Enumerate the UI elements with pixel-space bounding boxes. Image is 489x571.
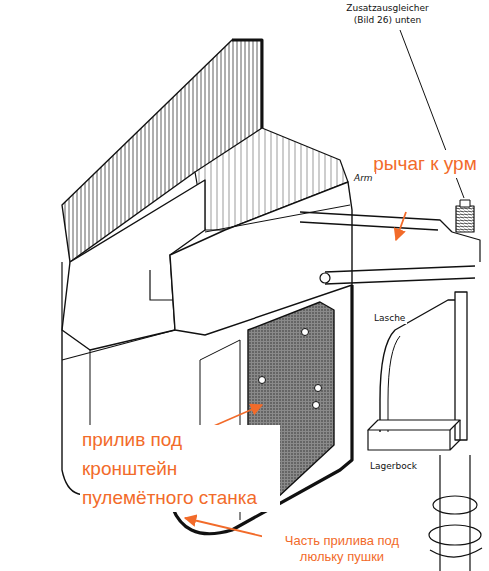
arm-bar <box>300 212 452 232</box>
vertical-plate <box>455 292 467 440</box>
lever <box>325 266 475 284</box>
annotation: прилив под кронштейн пулемётного станка <box>80 425 280 512</box>
part-name: Arm <box>352 172 375 184</box>
annotation: Часть прилива под люльку пушки <box>262 533 422 565</box>
callout-arrow <box>396 212 406 240</box>
bearing-block <box>368 420 460 430</box>
annotation: рычаг к урм <box>370 150 480 178</box>
part-name: Lagerbock <box>368 460 419 472</box>
part-name: Lasche <box>372 312 407 324</box>
part-name: Zusatzausgleicher (Bild 26) unten <box>340 2 435 26</box>
equalizer-spring <box>456 206 474 232</box>
